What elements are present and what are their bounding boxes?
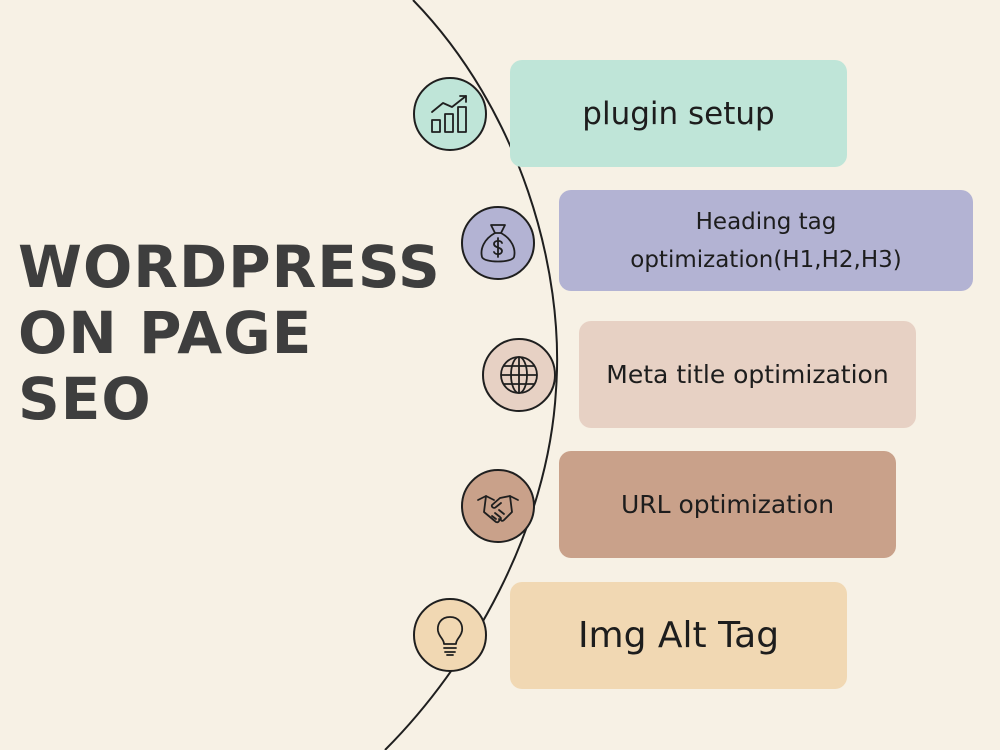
item-3-label: Meta title optimization xyxy=(606,360,889,389)
item-4-label: URL optimization xyxy=(620,490,835,519)
page-title: WORDPRESS ON PAGE SEO xyxy=(18,234,441,432)
money-bag-icon xyxy=(480,224,516,263)
item-1-pill: plugin setup xyxy=(510,60,847,167)
item-5-circle xyxy=(413,598,487,672)
item-4-circle xyxy=(461,469,535,543)
handshake-icon xyxy=(477,495,519,524)
globe-icon xyxy=(500,356,538,394)
item-3-circle xyxy=(482,338,556,412)
title-line-1: WORDPRESS xyxy=(18,233,441,301)
bar-chart-growth-icon xyxy=(431,95,467,133)
item-2-label: Heading tag optimization(H1,H2,H3) xyxy=(630,208,902,273)
title-line-3: SEO xyxy=(18,365,152,433)
item-3-pill: Meta title optimization xyxy=(579,321,916,428)
item-1-label: plugin setup xyxy=(582,95,775,132)
title-line-2: ON PAGE xyxy=(18,299,313,367)
lightbulb-icon xyxy=(436,616,464,656)
item-2-pill: Heading tag optimization(H1,H2,H3) xyxy=(559,190,973,291)
item-5-pill: Img Alt Tag xyxy=(510,582,847,689)
item-2-circle xyxy=(461,206,535,280)
item-1-circle xyxy=(413,77,487,151)
item-5-label: Img Alt Tag xyxy=(577,615,780,656)
item-4-pill: URL optimization xyxy=(559,451,896,558)
